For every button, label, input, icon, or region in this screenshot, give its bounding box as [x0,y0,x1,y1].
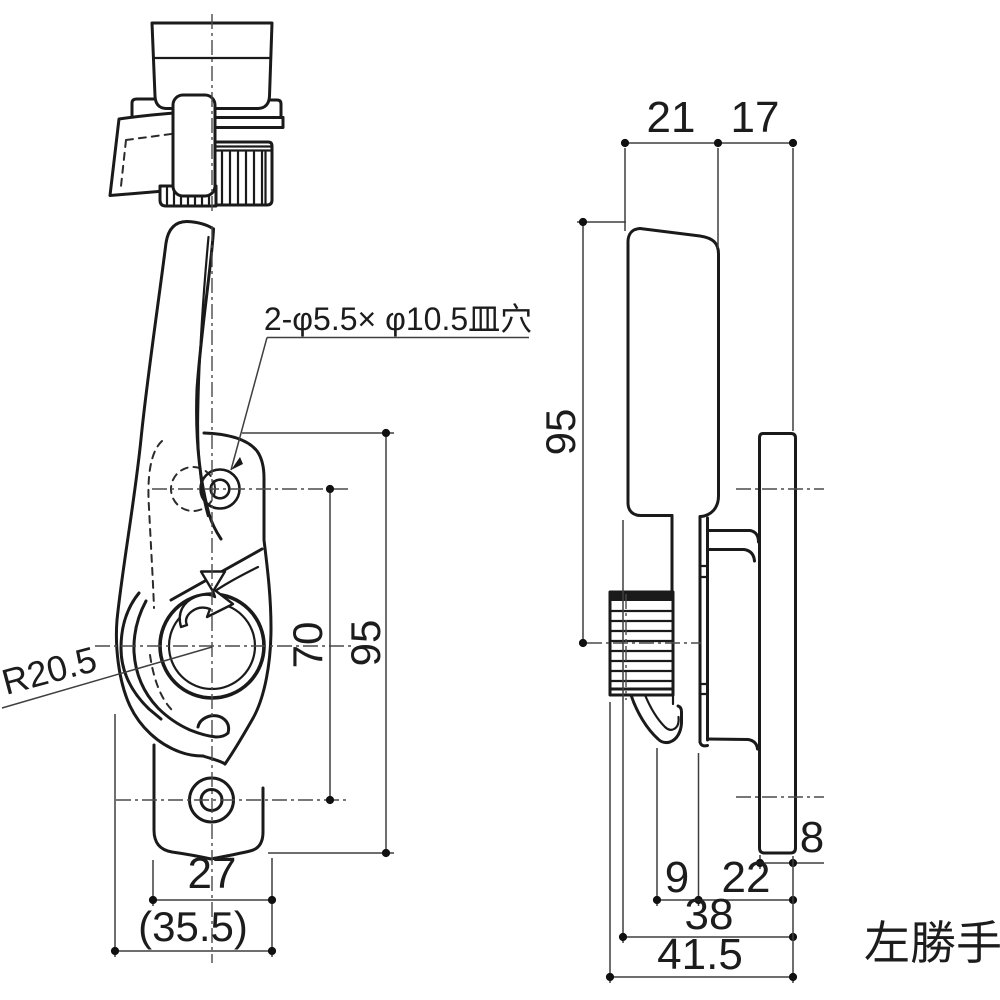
dim-35-5-label: (35.5) [138,903,248,950]
dim-dot [267,946,277,956]
mount-plate-strip [698,515,709,744]
radius-leader [1,646,213,709]
top-view-left-tab [130,97,160,130]
lever-arm-top-view [171,93,217,198]
handle-top-outline [150,21,274,110]
radius-note-label: R20.5 [0,638,101,702]
dim-dot [325,484,335,494]
dimensions-side: 21 17 95 8 9 22 38 41.5 [537,93,824,983]
hole-note-leader [230,336,529,471]
dim-line-38 [622,520,793,943]
knurl-top-band-side [610,592,673,601]
crescent-tail [196,714,231,735]
dim-70-label: 70 [284,622,331,669]
dim-line-95-front [242,432,394,854]
dim-line-35-5 [114,714,272,957]
dim-dot [325,795,335,805]
strip-ticks [698,564,709,696]
hole-note-label: 2-φ5.5× φ10.5皿穴 [264,301,532,337]
plate-right-edge [202,431,273,766]
hidden-outline-left [147,440,163,609]
bulge-arc [119,591,163,721]
hook-inner [643,693,680,731]
dim-line-21-17 [624,142,794,431]
dimensions-front: 2-φ5.5× φ10.5皿穴 R20.5 70 95 27 (35.5) [0,301,532,957]
dim-line-9-22 [656,748,793,906]
knurl-top-band [213,145,274,152]
leader-arrowhead-icon [231,457,243,470]
handle-inner-line [196,235,210,518]
top-view-body-line2 [212,116,285,129]
front-view [95,220,354,963]
hook-outer [629,693,683,745]
handing-label: 左勝手 [864,917,1000,969]
keeper-flange-upper [706,529,760,563]
dim-dot [652,895,662,905]
dim-41-5-label: 41.5 [657,930,743,979]
dim-dot [578,638,588,648]
dim-dot [267,895,277,905]
dim-dot [618,932,628,942]
dim-17-label: 17 [731,93,780,142]
side-handle-right [638,227,720,518]
side-handle-left [626,227,674,517]
keeper-flange-lower [698,737,759,751]
side-view [587,227,824,855]
dim-dot [605,972,615,982]
dim-27-label: 27 [188,849,237,898]
index-triangle-icon [199,570,227,593]
dim-21-label: 21 [647,93,696,142]
dim-dot [381,848,391,858]
rotation-arrow-icon [178,586,235,629]
keeper-plate [758,432,797,855]
dim-38-label: 38 [685,890,734,939]
plate-bottom-shield [152,743,265,861]
dim-8-label: 8 [800,813,824,862]
dim-dot [620,138,630,148]
dim-22-label: 22 [722,853,771,902]
top-view [108,14,285,214]
dim-line-41-5 [609,702,794,983]
knurl-stripes-side [610,609,673,683]
handle-tip [185,220,215,231]
dim-dot [578,217,588,227]
housing-bottom-join [201,754,227,766]
dim-95-front-label: 95 [342,620,389,667]
dim-dot [755,858,765,868]
top-view-right-step [265,98,283,119]
dim-dot [381,428,391,438]
dim-line-95-side [577,221,626,643]
handle-outer-edge [114,220,205,758]
dim-9-label: 9 [665,853,689,902]
knurl-top-stripes [220,150,267,206]
hidden-outline-lower [149,654,175,713]
dim-95-side-label: 95 [537,409,584,456]
dim-dot [694,895,703,905]
dim-dot [713,138,723,148]
dim-dot [788,138,798,148]
dim-dot [788,972,798,982]
crescent-arc [132,599,230,739]
dim-dot [110,946,120,956]
dim-dot [148,895,158,905]
